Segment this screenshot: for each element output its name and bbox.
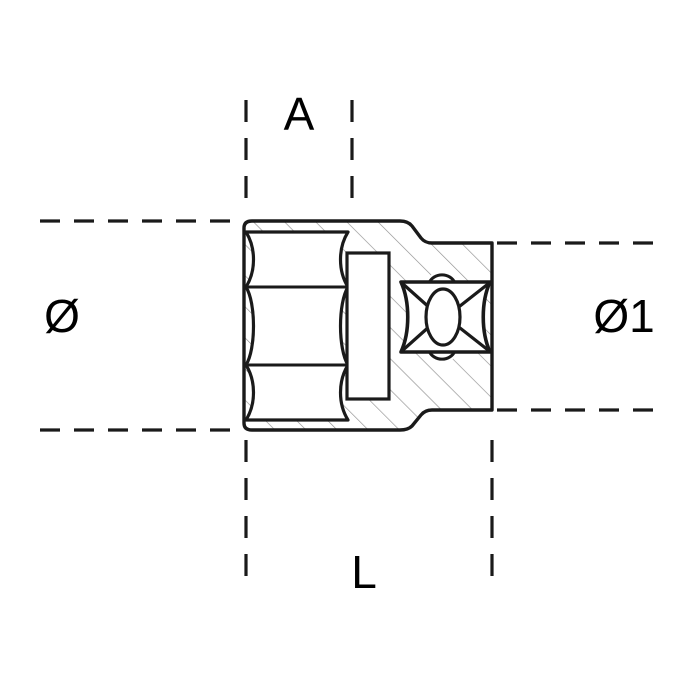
dimension-label-diameter: Ø	[44, 290, 80, 342]
hex-bore-outline	[244, 230, 350, 422]
middle-bore-outline	[345, 251, 391, 401]
square-drive	[399, 273, 492, 361]
dimension-label-l: L	[351, 546, 377, 598]
body-outline	[242, 219, 494, 432]
square-drive-center-ellipse	[424, 287, 462, 347]
dimension-label-a: A	[284, 88, 315, 140]
middle-bore	[345, 251, 391, 401]
dimension-label-diameter1: Ø1	[593, 290, 654, 342]
dimension-extension-lines	[40, 100, 662, 592]
hex-bore	[244, 230, 350, 422]
